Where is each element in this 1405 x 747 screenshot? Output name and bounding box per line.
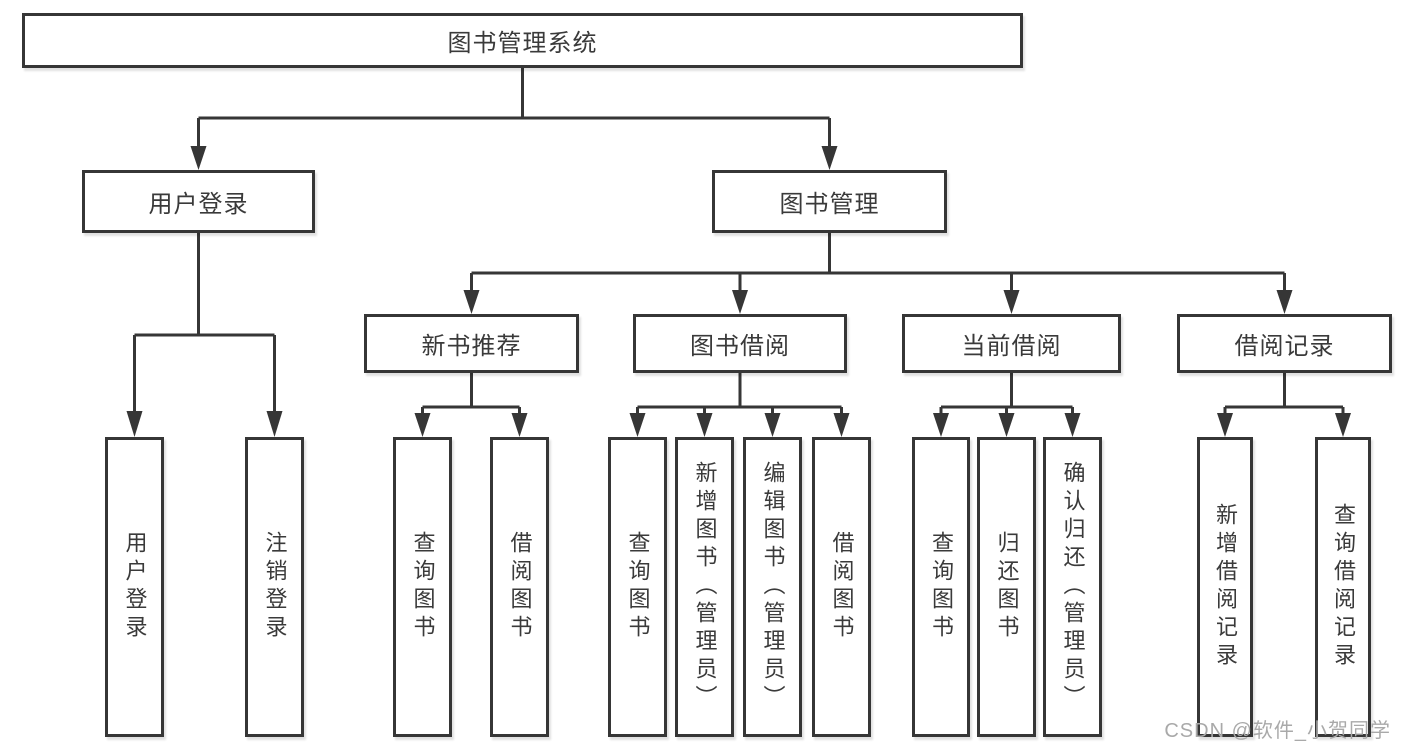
node-book-borrow-label: 图书借阅 xyxy=(690,333,790,360)
node-new-book-rec: 新书推荐 xyxy=(364,314,579,373)
node-leaf-cur-return-book-label: 归还图书 xyxy=(994,531,1020,643)
node-leaf-brec-add-record: 新增借阅记录 xyxy=(1197,437,1253,737)
node-leaf-login-label: 用户登录 xyxy=(122,531,148,643)
node-leaf-bor-borrow-book: 借阅图书 xyxy=(812,437,871,737)
node-leaf-rec-borrow-book: 借阅图书 xyxy=(490,437,549,737)
node-leaf-cur-confirm-return-label: 确认归还（管理员） xyxy=(1060,461,1086,713)
node-new-book-rec-label: 新书推荐 xyxy=(421,333,522,360)
node-leaf-brec-query-record: 查询借阅记录 xyxy=(1315,437,1371,737)
node-book-borrow: 图书借阅 xyxy=(633,314,847,373)
arrowheads xyxy=(126,146,1351,437)
node-leaf-rec-query-book-label: 查询图书 xyxy=(410,531,436,643)
node-leaf-brec-add-record-label: 新增借阅记录 xyxy=(1213,503,1238,671)
node-leaf-bor-add-book: 新增图书（管理员） xyxy=(675,437,734,737)
node-leaf-logout: 注销登录 xyxy=(245,437,304,737)
node-leaf-login: 用户登录 xyxy=(105,437,164,737)
node-leaf-bor-borrow-book-label: 借阅图书 xyxy=(829,531,855,643)
node-leaf-cur-query-book-label: 查询图书 xyxy=(929,531,954,643)
node-leaf-logout-label: 注销登录 xyxy=(262,531,288,643)
node-leaf-cur-confirm-return: 确认归还（管理员） xyxy=(1043,437,1102,737)
node-book-mgmt-label: 图书管理 xyxy=(779,191,880,218)
node-user-login-label: 用户登录 xyxy=(148,191,249,218)
node-leaf-bor-edit-book-label: 编辑图书（管理员） xyxy=(760,461,786,713)
node-leaf-bor-edit-book: 编辑图书（管理员） xyxy=(743,437,802,737)
node-leaf-rec-borrow-book-label: 借阅图书 xyxy=(507,531,533,643)
node-leaf-bor-query-book: 查询图书 xyxy=(608,437,667,737)
node-leaf-cur-query-book: 查询图书 xyxy=(912,437,970,737)
node-leaf-bor-query-book-label: 查询图书 xyxy=(625,531,651,643)
node-borrow-record-label: 借阅记录 xyxy=(1234,333,1335,360)
node-root-label: 图书管理系统 xyxy=(447,30,598,57)
node-root: 图书管理系统 xyxy=(22,13,1023,68)
node-leaf-bor-add-book-label: 新增图书（管理员） xyxy=(692,461,718,713)
node-user-login: 用户登录 xyxy=(82,170,315,233)
node-leaf-rec-query-book: 查询图书 xyxy=(393,437,452,737)
node-current-borrow-label: 当前借阅 xyxy=(961,333,1062,360)
node-leaf-cur-return-book: 归还图书 xyxy=(977,437,1036,737)
node-current-borrow: 当前借阅 xyxy=(902,314,1121,373)
node-borrow-record: 借阅记录 xyxy=(1177,314,1392,373)
node-leaf-brec-query-record-label: 查询借阅记录 xyxy=(1331,503,1356,671)
node-book-mgmt: 图书管理 xyxy=(712,170,947,233)
watermark-text: CSDN @软件_小贺同学 xyxy=(1164,720,1391,742)
